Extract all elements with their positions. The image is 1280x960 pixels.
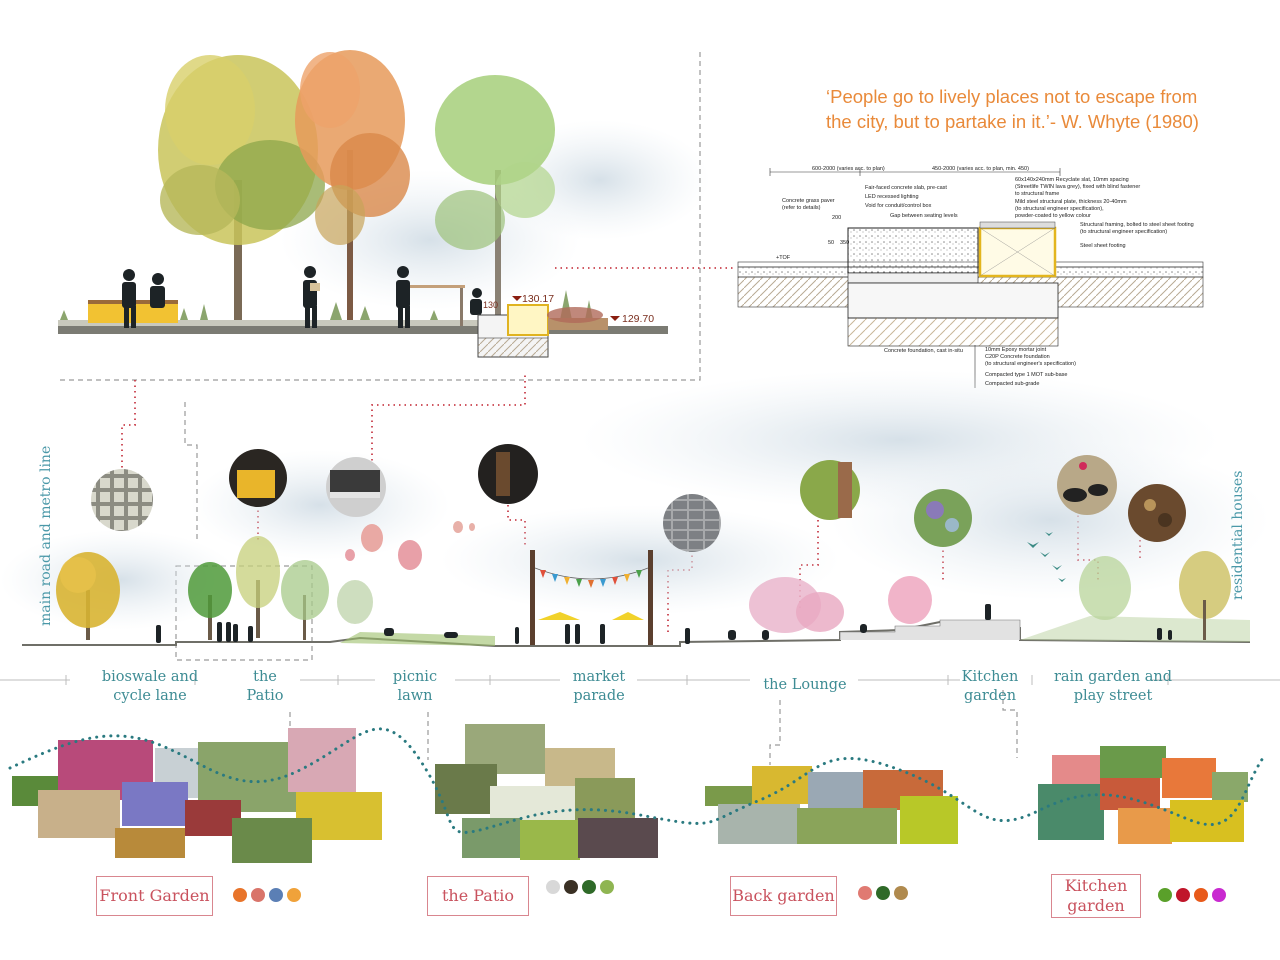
hot-air-balloons xyxy=(345,521,475,570)
garden-label-kitchen: Kitchen garden xyxy=(1051,874,1141,918)
detail-note-r6: Structural framing, bolted to steel shee… xyxy=(1080,222,1194,228)
swatch-patio-4 xyxy=(600,880,614,894)
garden-label-front: Front Garden xyxy=(96,876,213,916)
side-label-right: residential houses xyxy=(1230,470,1246,600)
detail-note-r7: (to structural engineer specification) xyxy=(1080,229,1168,235)
detail-note-l5: Gap between seating levels xyxy=(890,213,958,219)
steel-panel-circle xyxy=(478,444,538,504)
bark-circle xyxy=(1128,484,1186,542)
detail-note-r5: powder-coated to yellow colour xyxy=(1015,213,1091,219)
detail-note-b5: Compacted sub-grade xyxy=(985,381,1040,387)
swatch-back-3 xyxy=(894,886,908,900)
quote-line-1: ‘People go to lively places not to escap… xyxy=(826,86,1198,107)
side-label-left: main road and metro line xyxy=(38,445,54,626)
detail-note-r3: Mild steel structural plate, thickness 2… xyxy=(1015,199,1127,205)
swatch-patio-2 xyxy=(564,880,578,894)
people-figures xyxy=(122,266,482,328)
detail-dim-350: 350 xyxy=(840,240,850,246)
swatch-front-1 xyxy=(233,888,247,902)
top-section-elevation xyxy=(58,50,710,358)
detail-note-l3: LED recessed lighting xyxy=(865,194,919,200)
detail-note-b0: Concrete foundation, cast in-situ xyxy=(884,348,963,354)
planting-collage-patio xyxy=(435,724,658,860)
swatch-patio-1 xyxy=(546,880,560,894)
paving-circle xyxy=(663,494,721,552)
planting-collage-front xyxy=(12,728,382,863)
detail-dim-left: 600-2000 (varies acc. to plan) xyxy=(812,166,885,172)
elevation-small: 130 xyxy=(483,300,499,310)
elevation-upper: 130.17 xyxy=(522,293,555,305)
swatch-back-2 xyxy=(876,886,890,900)
yellow-seat-circle xyxy=(229,449,287,507)
detail-note-b2: C20P Concrete foundation xyxy=(985,354,1050,360)
swatch-front-4 xyxy=(287,888,301,902)
detail-note-b4: Compacted type 1 MOT sub-base xyxy=(985,372,1068,378)
detail-note-l1: (refer to details) xyxy=(782,205,821,211)
detail-note-l2: Fair-faced concrete slab, pre-cast xyxy=(865,185,947,191)
detail-note-r4: (to structural engineer specification), xyxy=(1015,206,1104,212)
detail-note-b1: 10mm Epoxy mortar joint xyxy=(985,347,1047,353)
swatch-kitchen-1 xyxy=(1158,888,1172,902)
planting-circle xyxy=(914,489,972,547)
detail-dim-right: 450-2000 (varies acc. to plan, min. 450) xyxy=(932,166,1029,172)
tyre-circle xyxy=(1057,455,1117,515)
swatch-kitchen-3 xyxy=(1194,888,1208,902)
detail-note-l4: Void for conduit/control box xyxy=(865,203,932,209)
detail-tof: +TOF xyxy=(776,255,791,261)
swatch-front-2 xyxy=(251,888,265,902)
swatch-front-3 xyxy=(269,888,283,902)
planting-collage-kitchen xyxy=(1038,746,1248,844)
detail-dim-50: 50 xyxy=(828,240,835,246)
detail-note-r0: 60x140x240mm Recyclate slat, 10mm spacin… xyxy=(1015,177,1129,183)
material-circles xyxy=(91,444,1186,552)
quote-text: ‘People go to lively places not to escap… xyxy=(826,84,1266,134)
quote-line-2: the city, but to partake in it.’- W. Why… xyxy=(826,111,1199,132)
green-tree xyxy=(435,75,555,320)
garden-label-patio: the Patio xyxy=(427,876,529,916)
palette-back xyxy=(858,886,908,900)
yellow-tree xyxy=(158,55,325,330)
zone-lounge: the Lounge xyxy=(763,677,847,693)
swatch-kitchen-4 xyxy=(1212,888,1226,902)
garden-label-back: Back garden xyxy=(730,876,837,916)
detail-note-r2: to structural frame xyxy=(1015,191,1060,197)
detail-note-l0: Concrete grass paver xyxy=(782,198,835,204)
detail-dim-200: 200 xyxy=(832,215,842,221)
swatch-back-1 xyxy=(858,886,872,900)
elevation-lower: 129.70 xyxy=(622,313,655,325)
detail-note-r8: Steel sheet footing xyxy=(1080,243,1126,249)
middle-trees xyxy=(56,536,1231,640)
top-frame-dashed xyxy=(60,52,701,381)
palette-kitchen xyxy=(1158,888,1226,902)
construction-detail xyxy=(737,168,1204,388)
detail-note-b3: (to structural engineer's specification) xyxy=(985,361,1076,367)
slab-circle xyxy=(326,457,386,517)
swatch-patio-3 xyxy=(582,880,596,894)
grass-paver-circle xyxy=(91,469,153,531)
detail-note-r1: (Streetlife TWIN lava grey), fixed with … xyxy=(1015,184,1141,190)
palette-front xyxy=(233,888,301,902)
swatch-kitchen-2 xyxy=(1176,888,1190,902)
lounge-circle xyxy=(800,460,860,520)
orange-tree xyxy=(295,50,410,330)
palette-patio xyxy=(546,880,614,894)
planting-collage-back xyxy=(705,766,958,844)
